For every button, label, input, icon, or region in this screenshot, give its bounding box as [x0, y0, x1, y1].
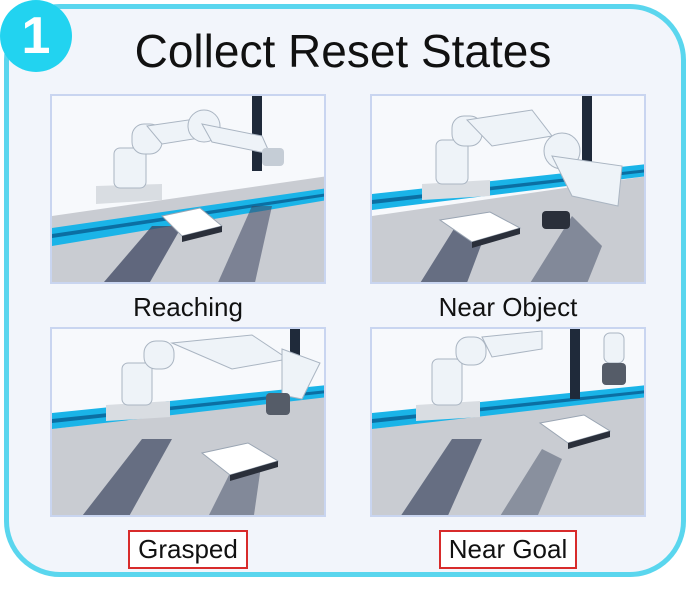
- scene-near-object-image: [370, 94, 646, 284]
- scene-grasped-caption-wrap: Grasped: [50, 530, 326, 570]
- scene-near-goal-caption-wrap: Near Goal: [370, 530, 646, 570]
- scene-near-object-caption: Near Object: [438, 292, 578, 322]
- scene-near-goal-image: [370, 327, 646, 517]
- step-number: 1: [21, 7, 51, 65]
- scene-reaching-image: [50, 94, 326, 284]
- scene-grasped-image: [50, 327, 326, 517]
- panel-title: Collect Reset States: [134, 25, 552, 77]
- scene-near-goal-caption: Near Goal: [438, 530, 578, 570]
- scene-reaching-caption: Reaching: [133, 292, 243, 322]
- scene-grasped-caption: Grasped: [128, 530, 248, 570]
- step-number-badge: 1: [0, 0, 72, 72]
